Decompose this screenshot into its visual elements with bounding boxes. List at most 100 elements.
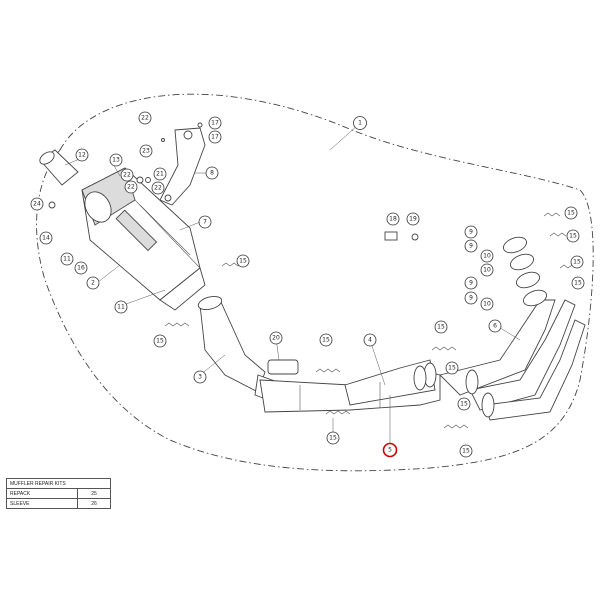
callout-15c: 15 xyxy=(319,333,333,347)
svg-text:15: 15 xyxy=(437,324,445,331)
callout-18: 18 xyxy=(386,212,400,226)
svg-text:17: 17 xyxy=(211,134,219,141)
callout-15j: 15 xyxy=(566,229,580,243)
svg-text:15: 15 xyxy=(448,365,456,372)
svg-text:22: 22 xyxy=(141,115,149,122)
callout-9b: 9 xyxy=(464,239,478,253)
svg-text:13: 13 xyxy=(112,157,120,164)
svg-text:22: 22 xyxy=(127,184,135,191)
repack-label: REPACK xyxy=(6,488,78,499)
svg-text:15: 15 xyxy=(567,210,575,217)
callout-8: 8 xyxy=(205,166,219,180)
svg-text:21: 21 xyxy=(156,171,164,178)
callout-21: 21 xyxy=(153,167,167,181)
svg-text:10: 10 xyxy=(483,253,491,260)
callout-10a: 10 xyxy=(480,249,494,263)
svg-text:12: 12 xyxy=(78,152,86,159)
callout-11a: 11 xyxy=(60,252,74,266)
svg-text:15: 15 xyxy=(573,259,581,266)
callout-10b: 10 xyxy=(480,263,494,277)
muffler xyxy=(81,167,206,311)
svg-text:22: 22 xyxy=(154,185,162,192)
svg-text:15: 15 xyxy=(322,337,330,344)
svg-text:3: 3 xyxy=(198,374,202,381)
svg-text:23: 23 xyxy=(142,148,150,155)
callout-9a: 9 xyxy=(464,225,478,239)
svg-text:14: 14 xyxy=(42,235,50,242)
svg-text:19: 19 xyxy=(409,216,417,223)
svg-text:9: 9 xyxy=(469,295,473,302)
callout-9d: 9 xyxy=(464,291,478,305)
callout-16: 16 xyxy=(74,261,88,275)
callout-22a: 22 xyxy=(138,111,152,125)
table-row: REPACK 25 xyxy=(6,488,111,499)
callout-22d: 22 xyxy=(151,181,165,195)
sleeve-label: SLEEVE xyxy=(6,498,78,509)
svg-text:7: 7 xyxy=(203,219,207,226)
callout-22b: 22 xyxy=(120,168,134,182)
svg-text:6: 6 xyxy=(493,323,497,330)
callout-15d: 15 xyxy=(326,431,340,445)
svg-text:9: 9 xyxy=(469,229,473,236)
svg-text:1: 1 xyxy=(358,120,362,127)
svg-text:15: 15 xyxy=(574,280,582,287)
svg-text:22: 22 xyxy=(123,172,131,179)
callout-17a: 17 xyxy=(208,116,222,130)
callout-5-highlighted: 5 xyxy=(382,442,398,458)
svg-text:10: 10 xyxy=(483,301,491,308)
header-flanges xyxy=(503,236,547,307)
small-hardware xyxy=(48,122,419,375)
sleeve-number: 26 xyxy=(77,498,111,509)
svg-text:15: 15 xyxy=(460,401,468,408)
callout-15a: 15 xyxy=(236,254,250,268)
svg-text:15: 15 xyxy=(156,338,164,345)
callout-11b: 11 xyxy=(114,300,128,314)
svg-text:15: 15 xyxy=(239,258,247,265)
callout-15e: 15 xyxy=(434,320,448,334)
svg-text:4: 4 xyxy=(368,337,372,344)
callout-1: 1 xyxy=(353,116,367,130)
table-row: SLEEVE 26 xyxy=(6,498,111,509)
svg-text:9: 9 xyxy=(469,280,473,287)
mounting-bracket xyxy=(159,127,206,206)
callout-15b: 15 xyxy=(153,334,167,348)
header-pipes xyxy=(439,299,586,421)
callout-14: 14 xyxy=(39,231,53,245)
callout-23: 23 xyxy=(139,144,153,158)
callout-9c: 9 xyxy=(464,276,478,290)
callout-15h: 15 xyxy=(459,444,473,458)
callout-15k: 15 xyxy=(570,255,584,269)
svg-text:9: 9 xyxy=(469,243,473,250)
callout-3: 3 xyxy=(193,370,207,384)
springs xyxy=(164,212,577,429)
svg-text:18: 18 xyxy=(389,216,397,223)
callout-15f: 15 xyxy=(445,361,459,375)
svg-text:15: 15 xyxy=(329,435,337,442)
end-cap xyxy=(39,149,79,186)
callout-15i: 15 xyxy=(564,206,578,220)
svg-text:8: 8 xyxy=(210,170,214,177)
callout-17b: 17 xyxy=(208,130,222,144)
svg-text:15: 15 xyxy=(462,448,470,455)
callout-13: 13 xyxy=(109,153,123,167)
muffler-repair-kits-table: MUFFLER REPAIR KITS REPACK 25 SLEEVE 26 xyxy=(6,478,111,509)
svg-text:11: 11 xyxy=(63,256,71,263)
callout-2: 2 xyxy=(86,276,100,290)
svg-text:20: 20 xyxy=(272,335,280,342)
callout-4: 4 xyxy=(363,333,377,347)
leader-lines xyxy=(64,124,521,450)
callout-15g: 15 xyxy=(457,397,471,411)
svg-text:5: 5 xyxy=(388,447,392,454)
svg-text:15: 15 xyxy=(569,233,577,240)
svg-text:24: 24 xyxy=(33,201,41,208)
svg-text:16: 16 xyxy=(77,265,85,272)
callout-6: 6 xyxy=(488,319,502,333)
callout-12: 12 xyxy=(75,148,89,162)
assembly-boundary xyxy=(36,93,594,472)
callout-10c: 10 xyxy=(480,297,494,311)
svg-text:17: 17 xyxy=(211,120,219,127)
collector xyxy=(259,359,441,413)
callout-7: 7 xyxy=(198,215,212,229)
callout-15l: 15 xyxy=(571,276,585,290)
